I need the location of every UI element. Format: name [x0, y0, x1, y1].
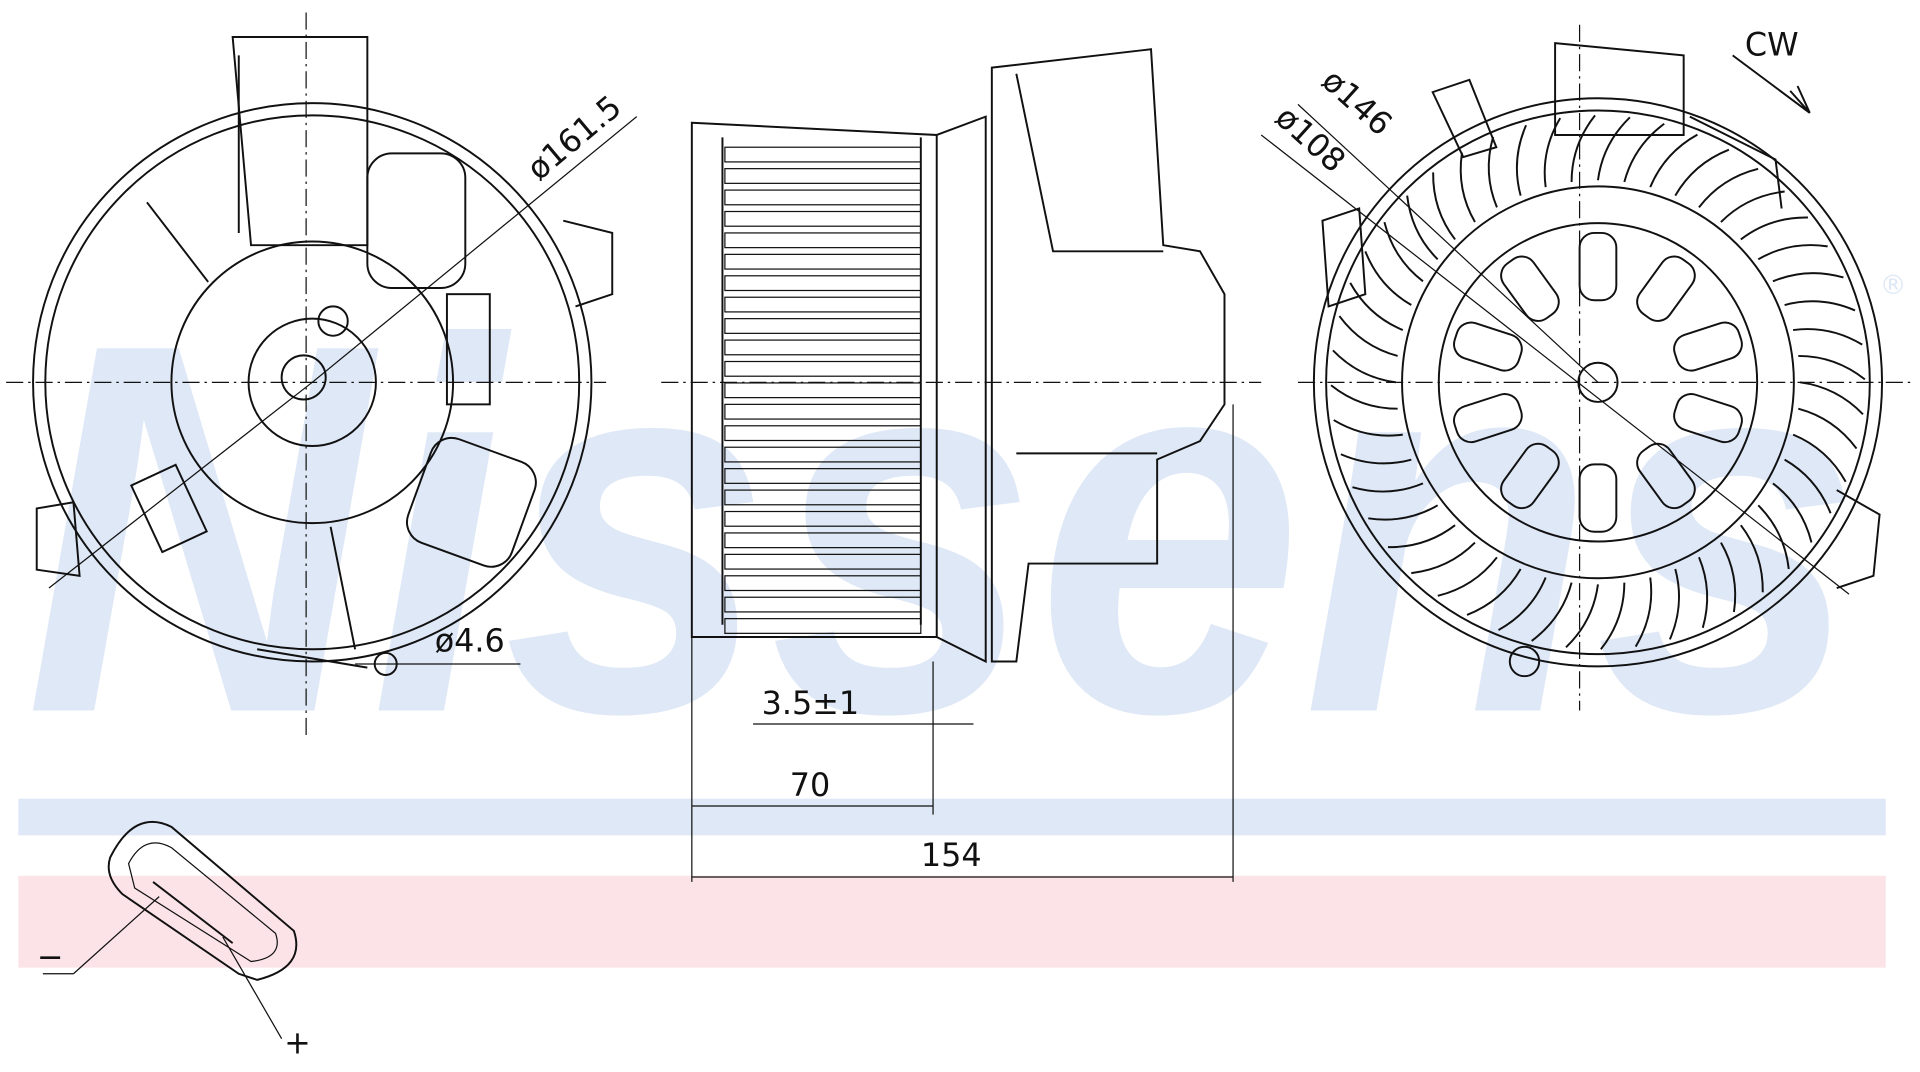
- impeller-blade: [1383, 221, 1424, 283]
- impeller-blade: [1338, 315, 1398, 357]
- impeller-blade: [1798, 354, 1866, 381]
- fan-slat: [724, 382, 922, 399]
- impeller-blade: [1543, 117, 1562, 188]
- depth-dimension: 70: [790, 766, 831, 804]
- negative-terminal-label: −: [37, 938, 64, 976]
- impeller-blade: [1757, 504, 1790, 570]
- impeller-blade: [1349, 282, 1404, 331]
- impeller-blade: [1792, 433, 1847, 483]
- impeller-blade: [1466, 568, 1522, 616]
- fan-slat: [724, 168, 922, 184]
- rear-view: ø146 ø108 CW: [1260, 24, 1911, 711]
- impeller-blade: [1698, 167, 1759, 208]
- fan-slat: [724, 318, 922, 334]
- connector-detail: − +: [37, 820, 311, 1061]
- watermark-registered: ®: [1880, 270, 1907, 301]
- fan-slat: [724, 618, 922, 634]
- impeller-blade: [1333, 419, 1403, 437]
- impeller-blade: [1330, 384, 1398, 410]
- fan-slat: [724, 210, 922, 227]
- watermark-band-pink: [18, 875, 1886, 968]
- hub-window: [1453, 321, 1523, 372]
- impeller-blade: [1720, 190, 1785, 223]
- hub-window: [1578, 231, 1618, 302]
- fan-slat: [724, 360, 922, 377]
- side-view: 3.5±1 70 154: [661, 48, 1262, 882]
- fan-slat: [724, 532, 922, 549]
- impeller-blade: [1459, 152, 1476, 223]
- impeller-blade: [1674, 148, 1730, 197]
- impeller-blade: [1757, 244, 1828, 261]
- impeller-blade: [1387, 524, 1456, 549]
- fan-slat: [724, 468, 922, 484]
- impeller-blade: [1600, 582, 1626, 650]
- fan-slat: [724, 146, 922, 163]
- offset-dimension: 3.5±1: [762, 684, 860, 722]
- impeller-blade: [1798, 407, 1858, 450]
- hub-windows: [1453, 231, 1743, 533]
- impeller-blade: [1596, 116, 1631, 181]
- hub-window: [1453, 393, 1523, 444]
- fan-slats: [724, 146, 922, 634]
- fan-slat: [724, 553, 922, 570]
- impeller-blade: [1623, 122, 1665, 183]
- impeller-blade: [1799, 381, 1864, 415]
- hub-window: [1636, 255, 1696, 322]
- fan-slat: [724, 596, 922, 613]
- impeller-blade: [1649, 133, 1698, 188]
- impeller-blades: [1330, 114, 1866, 650]
- overall-length-dimension: 154: [921, 836, 982, 874]
- impeller-blade: [1570, 114, 1596, 183]
- watermark-band-blue: [18, 798, 1886, 836]
- impeller-blade: [1364, 251, 1412, 306]
- impeller-blade: [1634, 577, 1653, 648]
- impeller-blade: [1772, 482, 1813, 543]
- impeller-blade: [1720, 542, 1737, 613]
- fan-slat: [724, 275, 922, 292]
- hub-window: [1636, 442, 1696, 510]
- fan-slat: [724, 339, 922, 356]
- impeller-blade: [1368, 504, 1439, 521]
- fan-slat: [724, 403, 922, 420]
- impeller-blade: [1531, 582, 1573, 642]
- positive-terminal-label: +: [284, 1023, 311, 1061]
- fan-slat: [724, 425, 922, 442]
- fan-slat: [724, 489, 922, 506]
- fan-slat: [724, 253, 922, 270]
- fan-slat: [724, 510, 922, 527]
- impeller-blade: [1792, 328, 1863, 346]
- impeller-blade: [1332, 349, 1397, 384]
- impeller-blade: [1784, 300, 1856, 312]
- impeller-blade: [1411, 541, 1476, 575]
- impeller-blade: [1406, 195, 1439, 261]
- impeller-blade: [1437, 556, 1498, 597]
- impeller-blade: [1565, 584, 1599, 649]
- impeller-blade: [1698, 556, 1709, 629]
- hub-window: [1578, 463, 1618, 533]
- impeller-blade: [1772, 272, 1844, 283]
- hub-window: [1673, 321, 1743, 372]
- impeller-blade: [1432, 172, 1456, 241]
- impeller-blade: [1487, 136, 1498, 208]
- impeller-blade: [1668, 568, 1680, 640]
- impeller-blade: [1740, 216, 1808, 241]
- impeller-blade: [1515, 124, 1527, 196]
- hub-window: [1673, 393, 1743, 444]
- impeller-blade: [1340, 453, 1412, 465]
- hub-window: [1500, 255, 1560, 322]
- fan-slat: [724, 446, 922, 463]
- fan-slat: [724, 232, 922, 249]
- impeller-blade: [1498, 577, 1547, 631]
- rotation-label: CW: [1745, 25, 1799, 63]
- fan-slat: [724, 189, 922, 206]
- impeller-blade: [1784, 458, 1832, 514]
- front-diameter-label: ø161.5: [519, 87, 628, 187]
- impeller-blade: [1740, 524, 1764, 593]
- fan-slat: [724, 296, 922, 313]
- fan-slat: [724, 575, 922, 592]
- hub-window: [1500, 442, 1560, 510]
- impeller-blade: [1352, 482, 1424, 493]
- mount-hole-label: ø4.6: [435, 622, 505, 660]
